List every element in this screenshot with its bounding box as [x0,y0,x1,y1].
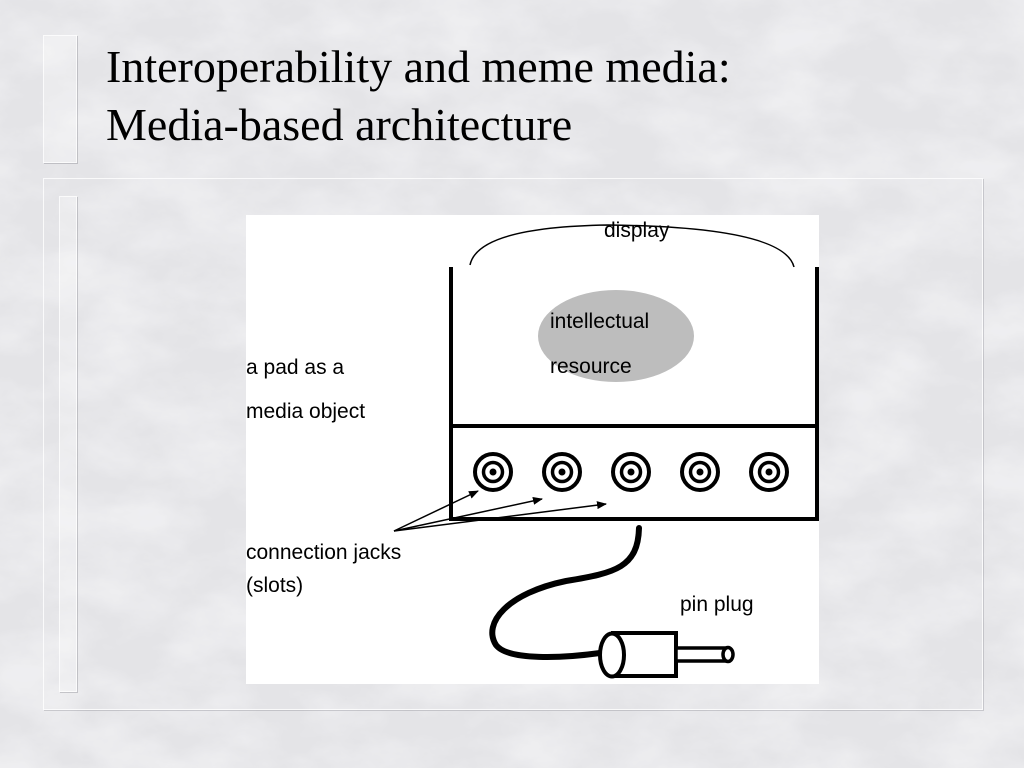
diagram-canvas [246,215,819,684]
resource-label-line2: resource [550,355,632,378]
connection-jacks [473,452,789,492]
connection-jack-2 [542,452,582,492]
intellectual-resource-ellipse [538,290,694,382]
display-label: display [604,219,670,242]
plug-cable [489,525,642,660]
pin-plug-label: pin plug [680,593,754,616]
jacks-label-line2: (slots) [246,574,303,597]
jacks-label-line1: connection jacks [246,541,401,564]
display-arc [469,224,795,268]
pin-plug [598,631,735,679]
frame-bar-top [43,35,77,163]
jack-panel [449,424,819,521]
slide-title: Interoperability and meme media: Media-b… [106,38,986,154]
media-object-diagram: display intellectual resource a pad as a… [246,215,819,684]
pad-label-line1: a pad as a [246,356,344,379]
title-line-2: Media-based architecture [106,99,573,150]
arrow-to-jack-1 [393,490,479,532]
arrow-to-jack-2 [393,496,543,532]
frame-bar-left [59,196,77,692]
pad-label-line2: media object [246,400,365,423]
arrow-to-jack-3 [393,501,607,532]
content-frame [43,178,983,710]
title-line-1: Interoperability and meme media: [106,41,731,92]
connection-jack-5 [749,452,789,492]
connection-jack-1 [473,452,513,492]
connection-jack-4 [680,452,720,492]
connection-jack-3 [611,452,651,492]
resource-label-line1: intellectual [550,310,649,333]
